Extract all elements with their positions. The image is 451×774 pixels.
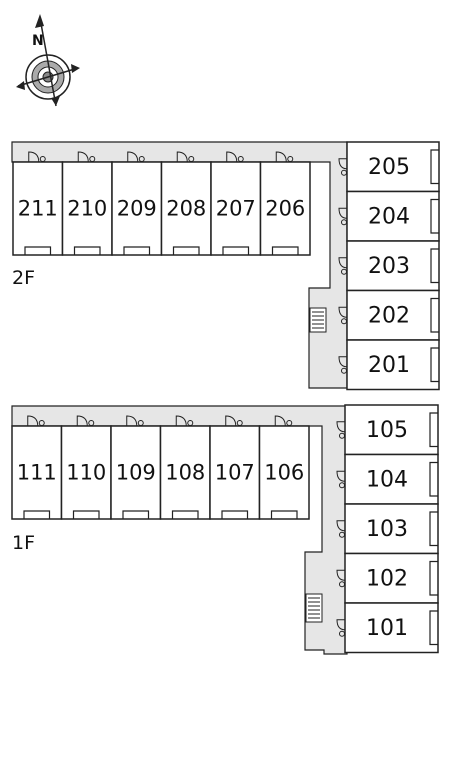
unit-106: 106 (258, 415, 310, 520)
unit-number: 111 (17, 461, 57, 485)
unit-number: 201 (368, 353, 410, 378)
door-icon (175, 415, 187, 427)
unit-number: 203 (368, 254, 410, 279)
door-icon (336, 520, 346, 532)
unit-number: 202 (368, 303, 410, 328)
unit-number: 105 (366, 418, 408, 443)
unit-number: 208 (166, 197, 206, 221)
unit-number: 103 (366, 517, 408, 542)
door-icon (338, 207, 348, 219)
door-icon (338, 257, 348, 269)
door-icon (226, 151, 238, 163)
unit-number: 102 (366, 566, 408, 591)
unit-205: 205 (338, 141, 440, 193)
unit-102: 102 (336, 552, 439, 604)
unit-104: 104 (336, 453, 439, 505)
unit-208: 208 (160, 151, 212, 256)
unit-number: 205 (368, 155, 410, 180)
door-icon (176, 151, 188, 163)
floor-label-2f: 2F (12, 267, 35, 289)
unit-107: 107 (209, 415, 261, 520)
stair-1f (305, 593, 323, 623)
unit-211: 211 (12, 151, 64, 256)
unit-number: 108 (165, 461, 205, 485)
door-icon (336, 470, 346, 482)
floor-label-1f: 1F (12, 532, 35, 554)
unit-203: 203 (338, 240, 440, 292)
unit-number: 209 (117, 197, 157, 221)
door-icon (338, 158, 348, 170)
door-icon (225, 415, 237, 427)
unit-209: 209 (111, 151, 163, 256)
door-icon (76, 415, 88, 427)
unit-number: 104 (366, 467, 408, 492)
unit-202: 202 (338, 289, 440, 341)
unit-110: 110 (60, 415, 112, 520)
unit-number: 207 (216, 197, 256, 221)
door-icon (275, 151, 287, 163)
unit-number: 110 (66, 461, 106, 485)
unit-number: 109 (116, 461, 156, 485)
unit-204: 204 (338, 190, 440, 242)
unit-210: 210 (61, 151, 113, 256)
unit-207: 207 (210, 151, 262, 256)
unit-109: 109 (110, 415, 162, 520)
unit-103: 103 (336, 503, 439, 555)
floor-1f-plan: 111 110 109 108 107 106 105 104 103 102 101 1F (11, 404, 439, 655)
unit-number: 204 (368, 204, 410, 229)
door-icon (77, 151, 89, 163)
unit-number: 211 (18, 197, 58, 221)
door-icon (338, 356, 348, 368)
unit-number: 107 (215, 461, 255, 485)
door-icon (336, 421, 346, 433)
compass-icon: N (16, 14, 80, 107)
north-label: N (32, 33, 44, 49)
door-icon (338, 306, 348, 318)
door-icon (126, 415, 138, 427)
unit-206: 206 (259, 151, 311, 256)
unit-201: 201 (338, 339, 440, 391)
door-icon (127, 151, 139, 163)
unit-number: 210 (67, 197, 107, 221)
door-icon (274, 415, 286, 427)
unit-105: 105 (336, 404, 439, 456)
door-icon (27, 415, 39, 427)
floor-2f-plan: 211 210 209 208 207 206 205 204 203 202 201 2F (11, 141, 440, 391)
unit-111: 111 (11, 415, 63, 520)
unit-number: 101 (366, 616, 408, 641)
door-icon (336, 569, 346, 581)
unit-number: 206 (265, 197, 305, 221)
door-icon (28, 151, 40, 163)
door-icon (336, 619, 346, 631)
unit-108: 108 (159, 415, 211, 520)
unit-101: 101 (336, 602, 439, 654)
unit-number: 106 (264, 461, 304, 485)
